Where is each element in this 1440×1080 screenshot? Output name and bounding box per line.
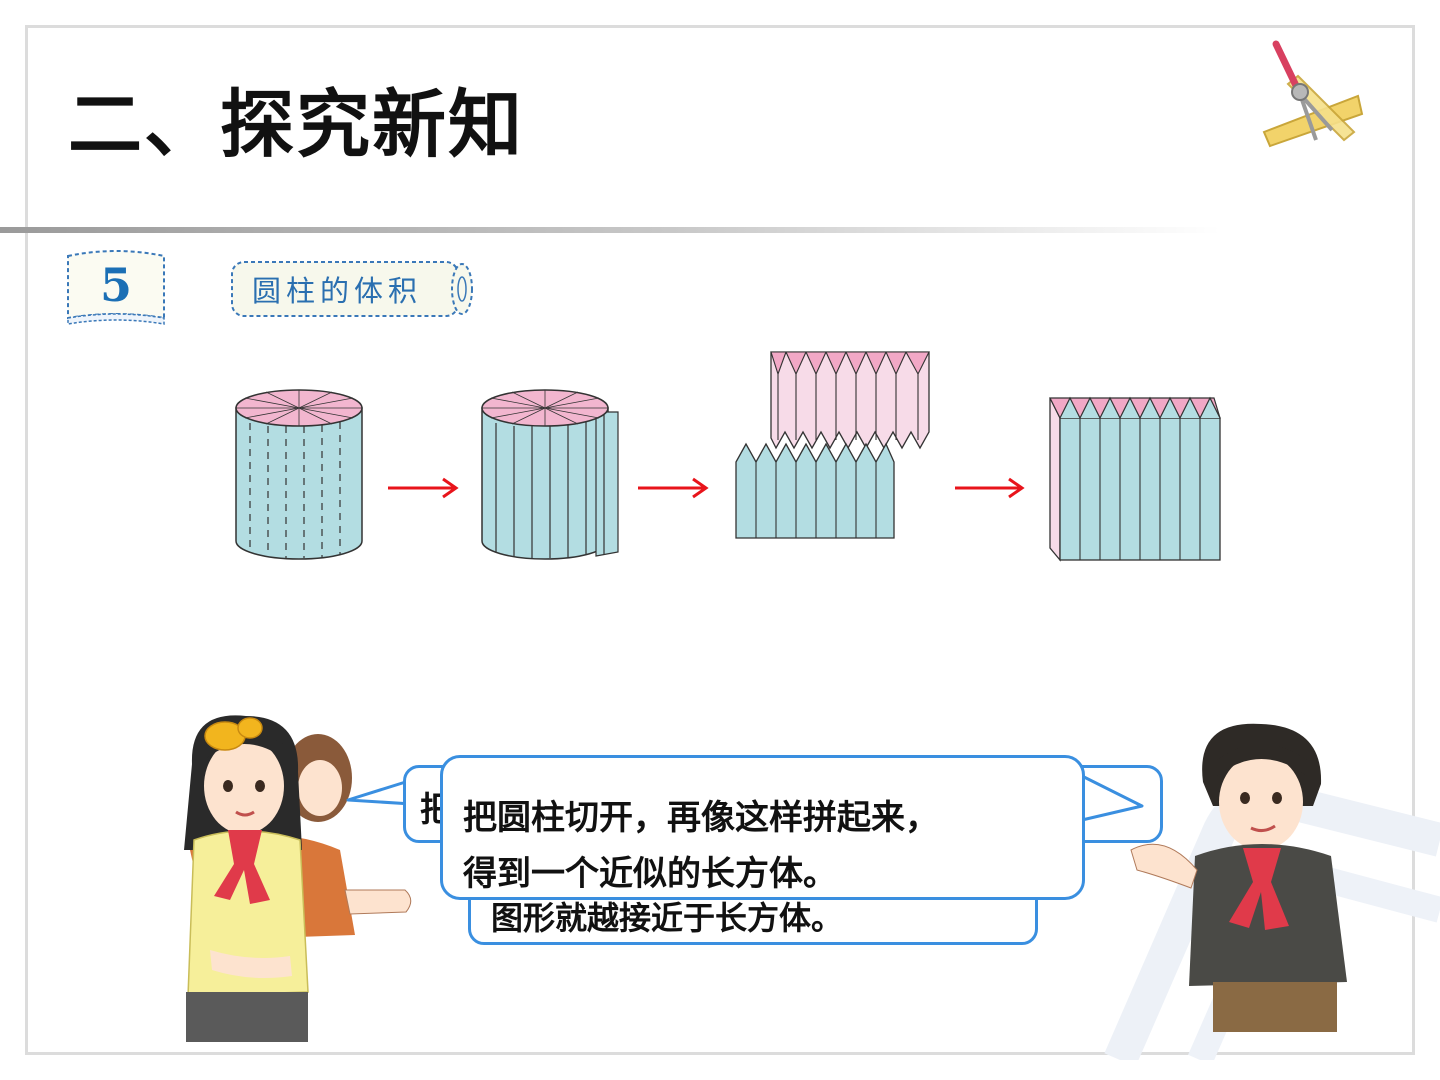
boy-illustration bbox=[1130, 723, 1347, 1032]
example-number: 5 bbox=[99, 258, 132, 312]
arrow-right-icon bbox=[638, 477, 709, 499]
speech-bubble-front: 把圆柱切开，再像这样拼起来， 得到一个近似的长方体。 bbox=[440, 755, 1085, 900]
cylinder-figure bbox=[235, 389, 363, 560]
slide-frame bbox=[25, 25, 1415, 1055]
cut-cylinder-figure bbox=[481, 389, 619, 560]
slide-title: 二、探究新知 bbox=[68, 82, 524, 168]
girls-illustration bbox=[184, 715, 412, 1042]
speech-bubble-line-1: 把圆柱切开，再像这样拼起来， bbox=[463, 798, 939, 838]
tools-icon bbox=[1262, 40, 1364, 148]
rectangular-prism-figure bbox=[1049, 396, 1221, 562]
cylinder-volume-diagram bbox=[235, 351, 1221, 562]
title-divider bbox=[0, 227, 1220, 233]
arrow-right-icon bbox=[388, 477, 459, 499]
separated-halves-figure bbox=[735, 351, 930, 539]
book-badge-icon bbox=[67, 250, 165, 325]
scroll-label-icon bbox=[231, 261, 473, 317]
speech-bubble-text: 图形就越接近于长方体。 bbox=[491, 899, 844, 937]
arrow-right-icon bbox=[955, 477, 1025, 499]
topic-label: 圆柱的体积 bbox=[252, 274, 423, 308]
bubble-tail-left bbox=[346, 778, 413, 806]
speech-bubble-line-2: 得到一个近似的长方体。 bbox=[463, 854, 837, 894]
bubble-tail-right bbox=[1081, 774, 1144, 822]
